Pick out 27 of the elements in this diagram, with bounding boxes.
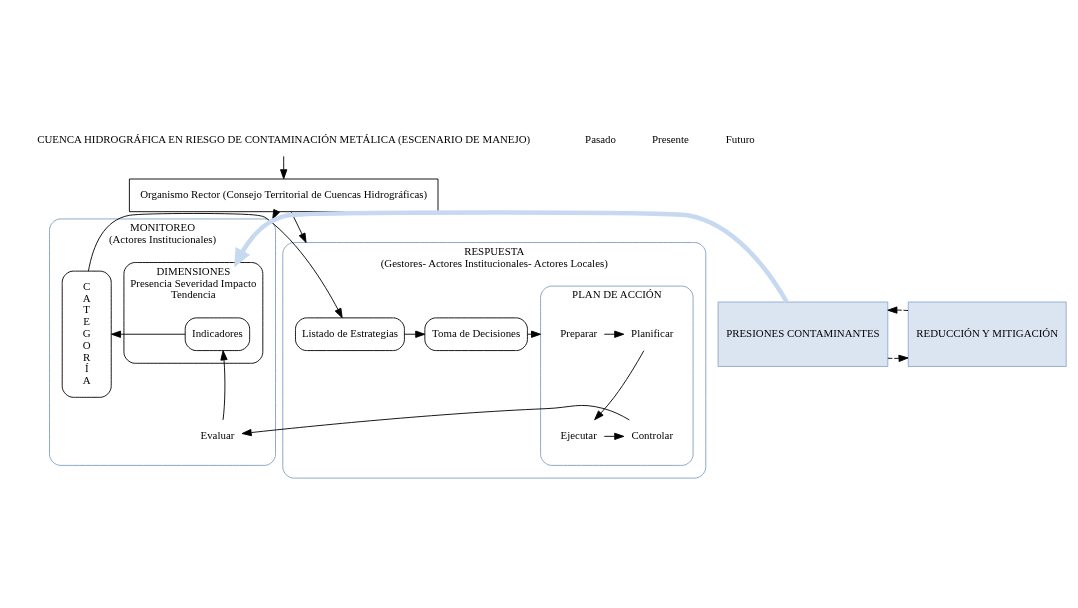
arrow: [280, 155, 288, 179]
arrow: [241, 404, 630, 436]
node-box: CATEGORÍA: [61, 270, 112, 398]
node-box: Toma de Decisiones: [424, 316, 528, 351]
arrow: [887, 354, 909, 362]
node-box: REDUCCIÓN Y MITIGACIÓN: [907, 301, 1067, 367]
arrow: [887, 305, 909, 314]
arrow: [603, 330, 625, 338]
label: Futuro: [725, 132, 755, 145]
label: Pasado: [585, 132, 616, 145]
arrow: [220, 349, 228, 420]
arrow: [603, 432, 625, 440]
node-text: CUENCA HIDROGRÁFICA EN RIESGO DE CONTAMINACIÓN METÁLICA (ESCENARIO DE MANEJO): [37, 132, 531, 145]
node-text: Planificar: [631, 326, 674, 339]
node-box: Listado de Estrategias: [295, 316, 405, 351]
node-box: Indicadores: [184, 316, 251, 351]
node-box: PRESIONES CONTAMINANTES: [717, 301, 889, 367]
arrow: [404, 330, 426, 338]
arrow: [527, 330, 542, 338]
arrow: [594, 349, 645, 420]
node-text: Evaluar: [200, 428, 235, 441]
arrow: [290, 210, 307, 243]
label: Presente: [651, 132, 689, 145]
arrow: [111, 330, 186, 338]
node-text: Ejecutar: [560, 428, 597, 441]
node-text: Controlar: [631, 428, 674, 441]
node-text: Preparar: [560, 326, 598, 339]
